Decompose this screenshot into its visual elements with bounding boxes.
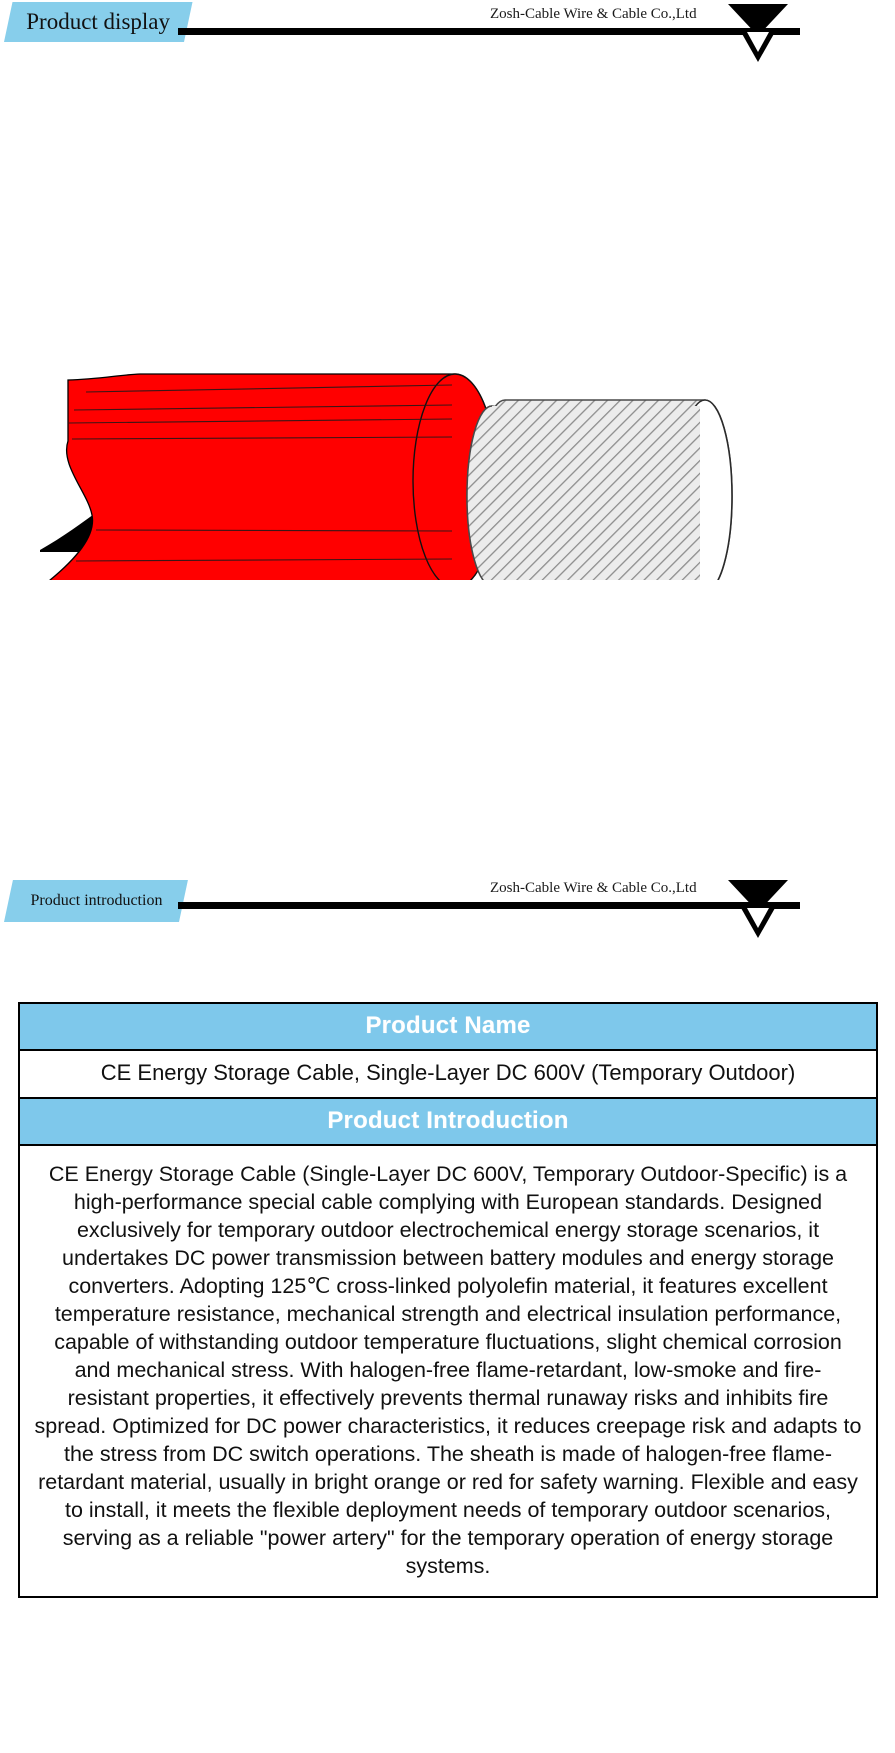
chevron-top-triangle — [728, 4, 788, 36]
section-label-text: Product introduction — [29, 892, 162, 909]
conductor-overlay — [467, 406, 700, 586]
sheath-group — [38, 373, 700, 589]
section-header-product-introduction: Product introduction Zosh-Cable Wire & C… — [0, 872, 895, 938]
section-label-product-introduction: Product introduction — [4, 880, 188, 922]
table-cell-product-name: CE Energy Storage Cable, Single-Layer DC… — [20, 1051, 876, 1099]
chevron-top-triangle — [728, 880, 788, 912]
table-header-product-introduction: Product Introduction — [20, 1099, 876, 1146]
chevron-bottom-notch — [747, 32, 769, 52]
product-info-table: Product Name CE Energy Storage Cable, Si… — [18, 1002, 878, 1598]
section-header-product-display: Product display Zosh-Cable Wire & Cable … — [0, 0, 895, 62]
cable-illustration-svg — [38, 373, 733, 593]
section-label-text: Product display — [26, 9, 171, 34]
conductor-mouth-edge — [466, 405, 493, 587]
table-cell-product-introduction: CE Energy Storage Cable (Single-Layer DC… — [34, 1162, 862, 1578]
product-image-cable — [0, 345, 895, 593]
table-header-product-name: Product Name — [20, 1004, 876, 1051]
sheath-line-details — [68, 384, 453, 562]
header-divider-rule — [178, 902, 800, 909]
section-label-product-display: Product display — [4, 2, 193, 42]
header-divider-rule — [178, 28, 800, 35]
chevron-bottom-notch — [747, 908, 769, 928]
company-name-display: Zosh-Cable Wire & Cable Co.,Ltd — [490, 6, 697, 22]
company-name-introduction: Zosh-Cable Wire & Cable Co.,Ltd — [490, 880, 697, 896]
